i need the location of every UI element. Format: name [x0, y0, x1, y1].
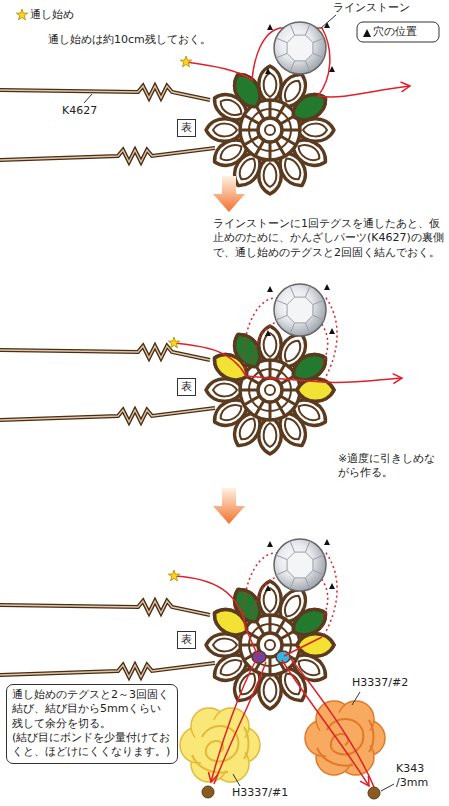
- label-text: 通し始めは約10cm残しておく。: [48, 33, 211, 47]
- label-text: H3337/#2: [352, 676, 408, 690]
- label-text: K343 /3mm: [396, 762, 440, 791]
- label-text: ※適度に引きしめながら作る。: [338, 452, 444, 481]
- label-text: H3337/#1: [232, 786, 288, 800]
- node-text: 表: [181, 120, 192, 136]
- panel-2: [0, 284, 402, 454]
- panel-3: [0, 539, 394, 799]
- panel-1: [0, 15, 410, 194]
- node-text: 通し始めのテグスと2～3回固く結び、結び目から5mmくらい残して余分を切る。: [12, 688, 172, 731]
- legend-text: 穴の位置: [373, 25, 417, 39]
- face-side-box: 表: [177, 378, 196, 396]
- label-text: ラインストーンに1回テグスを通したあと、仮止めのために、かんざしパーツ(K462…: [213, 217, 447, 260]
- step-arrow: [213, 176, 245, 212]
- node-text: 表: [181, 379, 192, 395]
- face-side-box: 表: [177, 119, 196, 137]
- note-box: 通し始めのテグスと2～3回固く結び、結び目から5mmくらい残して余分を切る。(結…: [6, 684, 178, 764]
- label-text: K4627: [62, 104, 97, 118]
- label-text: ラインストーン: [333, 1, 410, 15]
- face-side-box: 表: [177, 631, 196, 649]
- legend-text: 通し始め: [30, 8, 74, 22]
- step-arrow: [213, 488, 245, 524]
- node-text: 表: [181, 632, 192, 648]
- node-text: (結び目にボンドを少量付けておくと、ほどけにくくなります。): [12, 731, 172, 760]
